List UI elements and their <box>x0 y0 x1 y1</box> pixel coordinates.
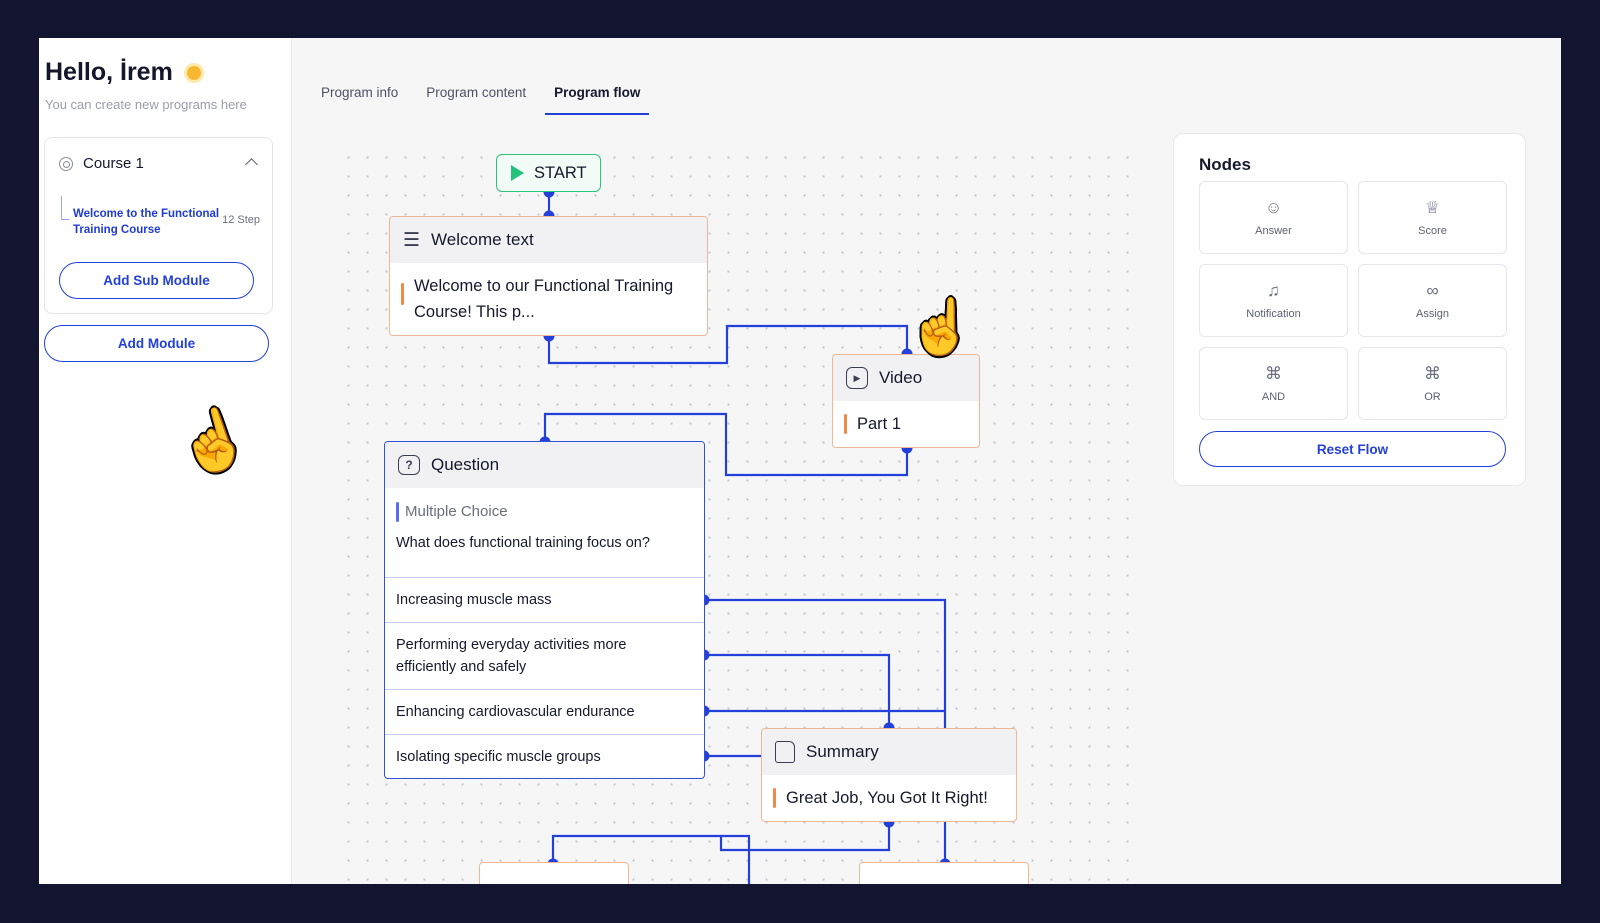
app-screen: Hello, İrem You can create new programs … <box>39 38 1561 884</box>
node-tile-and[interactable]: ⌘ AND <box>1199 347 1348 420</box>
chevron-up-icon[interactable] <box>245 158 258 171</box>
sun-icon <box>181 60 207 86</box>
step-count: 12 Step <box>222 214 260 226</box>
accent-bar <box>773 788 776 808</box>
node-body: Part 1 <box>833 401 979 437</box>
video-part: Part 1 <box>857 415 902 433</box>
accent-bar <box>844 414 847 434</box>
question-node[interactable]: ? Question Multiple Choice What does fun… <box>384 441 705 779</box>
link-icon: ∞ <box>1426 280 1439 300</box>
node-body: Great Job, You Got It Right! <box>762 775 1016 811</box>
node-tile-assign[interactable]: ∞ Assign <box>1358 264 1507 337</box>
course-header[interactable]: Course 1 <box>59 155 144 172</box>
greeting-heading: Hello, İrem <box>45 58 207 87</box>
node-tile-or[interactable]: ⌘ OR <box>1358 347 1507 420</box>
summary-node[interactable]: Summary Great Job, You Got It Right! <box>761 728 1017 822</box>
greeting-subtitle: You can create new programs here <box>45 97 247 112</box>
tile-label: Notification <box>1246 307 1301 320</box>
play-icon <box>511 165 524 181</box>
video-play-icon: ▶ <box>846 367 868 389</box>
tree-connector <box>61 196 69 220</box>
node-title: Welcome text <box>431 230 534 249</box>
course-title: Course 1 <box>83 155 144 172</box>
node-header: Summary <box>762 729 1016 775</box>
node-header: ? Question <box>385 442 704 488</box>
next-node-partial[interactable] <box>479 862 629 884</box>
command-icon: ⌘ <box>1265 363 1282 383</box>
tile-label: Score <box>1418 224 1447 237</box>
answer-option[interactable]: Increasing muscle mass <box>385 577 704 622</box>
add-module-button[interactable]: Add Module <box>44 325 269 362</box>
tab-program-info[interactable]: Program info <box>321 85 399 100</box>
greeting-text: Hello, İrem <box>45 58 173 86</box>
panel-title: Nodes <box>1199 155 1251 174</box>
answer-option[interactable]: Enhancing cardiovascular endurance <box>385 689 704 734</box>
welcome-text-node[interactable]: ☰ Welcome text Welcome to our Functional… <box>389 216 708 336</box>
bell-icon: ♫ <box>1267 280 1280 300</box>
tab-program-content[interactable]: Program content <box>426 85 527 100</box>
next-node-partial[interactable] <box>859 862 1029 884</box>
start-node[interactable]: START <box>496 154 601 192</box>
node-header: ☰ Welcome text <box>390 217 707 263</box>
reset-flow-button[interactable]: Reset Flow <box>1199 431 1506 467</box>
accent-bar <box>401 283 404 305</box>
accent-bar <box>396 502 399 522</box>
question-type: Multiple Choice <box>405 503 508 520</box>
step-link[interactable]: Welcome to the Functional Training Cours… <box>73 208 220 236</box>
tile-label: AND <box>1261 390 1286 403</box>
answer-icon: ☺ <box>1264 197 1283 217</box>
summary-message: Great Job, You Got It Right! <box>786 789 988 807</box>
node-title: Video <box>879 368 923 387</box>
command-icon: ⌘ <box>1424 363 1441 383</box>
gear-icon <box>59 156 73 171</box>
node-header: ▶ Video <box>833 355 979 401</box>
add-sub-module-button[interactable]: Add Sub Module <box>59 262 254 299</box>
node-tile-notification[interactable]: ♫ Notification <box>1199 264 1348 337</box>
course-card: Course 1 Welcome to the Functional Train… <box>44 137 273 314</box>
question-bubble-icon: ? <box>398 455 420 475</box>
program-tabs: Program info Program content Program flo… <box>321 81 650 115</box>
node-title: Summary <box>806 742 879 761</box>
answer-option[interactable]: Isolating specific muscle groups <box>385 734 704 778</box>
answer-option[interactable]: Performing everyday activities more effi… <box>385 622 704 689</box>
score-icon: ♕ <box>1424 197 1441 217</box>
node-tile-answer[interactable]: ☺ Answer <box>1199 181 1348 254</box>
nodes-panel: Nodes ☺ Answer ♕ Score ♫ Notification ∞ … <box>1173 133 1526 486</box>
tile-label: Answer <box>1255 224 1292 237</box>
video-node[interactable]: ▶ Video Part 1 <box>832 354 980 448</box>
book-icon <box>775 741 795 763</box>
question-body: Multiple Choice What does functional tra… <box>396 500 696 554</box>
node-body: Welcome to our Functional Training Cours… <box>390 263 707 325</box>
tile-label: OR <box>1424 390 1441 403</box>
text-lines-icon: ☰ <box>403 229 421 251</box>
pointer-hand-cursor-icon: ☝ <box>907 297 975 357</box>
question-prompt: What does functional training focus on? <box>396 535 650 551</box>
click-hand-cursor-icon: ☝ <box>168 399 258 484</box>
tile-label: Assign <box>1415 307 1450 320</box>
node-tile-score[interactable]: ♕ Score <box>1358 181 1507 254</box>
welcome-preview: Welcome to our Functional Training Cours… <box>414 277 674 321</box>
start-label: START <box>534 163 587 182</box>
sidebar: Hello, İrem You can create new programs … <box>39 38 292 884</box>
node-title: Question <box>431 455 500 474</box>
tab-program-flow[interactable]: Program flow <box>545 81 650 115</box>
